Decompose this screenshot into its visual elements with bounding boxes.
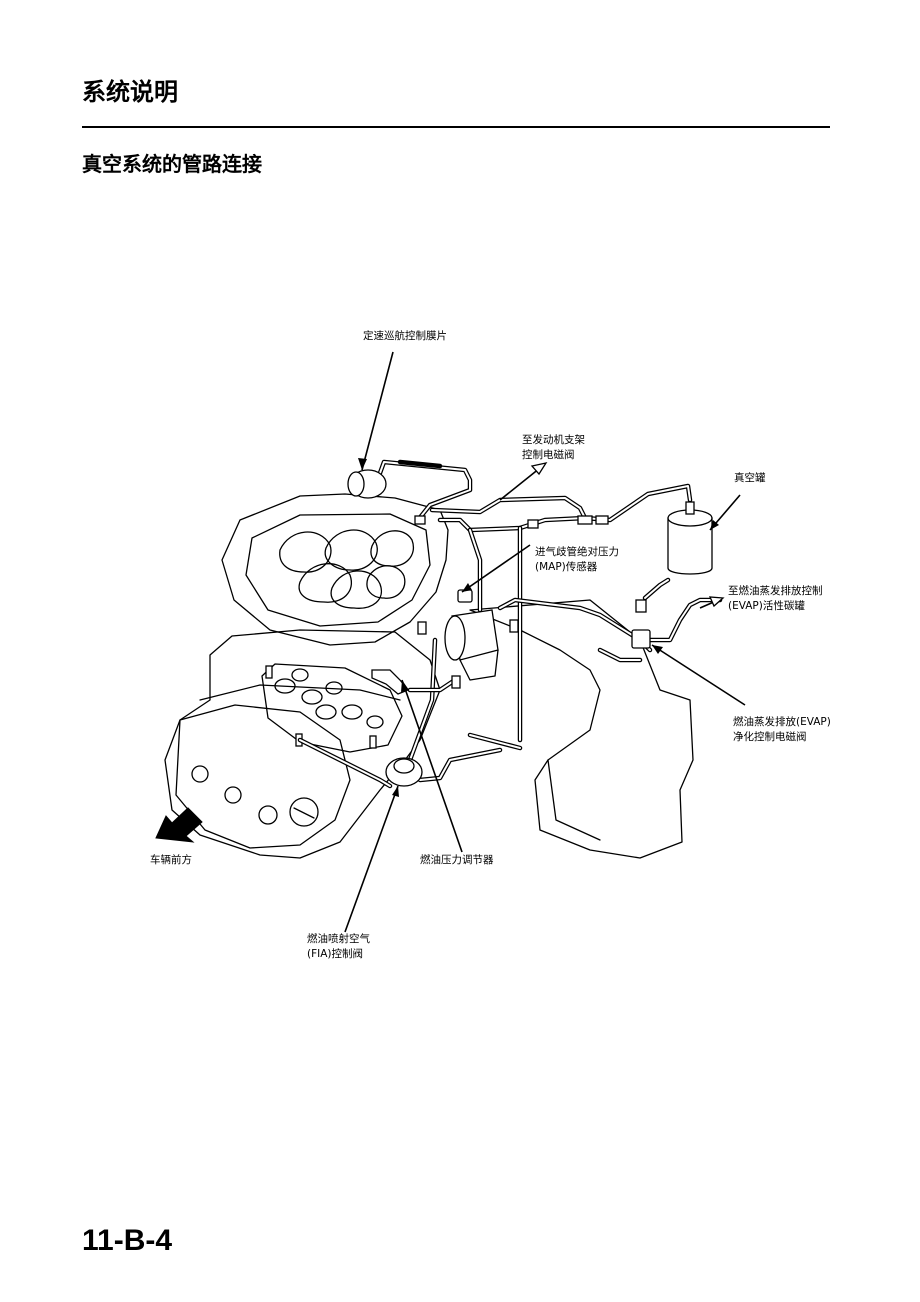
label-evap-purge-valve-line1: 燃油蒸发排放(EVAP) (733, 716, 831, 728)
label-evap-purge-valve-line2: 净化控制电磁阀 (733, 731, 807, 743)
label-map-sensor-line2: (MAP)传感器 (535, 561, 598, 573)
section-title: 系统说明 (82, 78, 178, 106)
label-to-engine-mount-valve: 至发动机支架 控制电磁阀 (522, 433, 585, 463)
label-map-sensor-line1: 进气歧管绝对压力 (535, 546, 619, 558)
label-to-evap-canister: 至燃油蒸发排放控制 (EVAP)活性碳罐 (728, 584, 823, 614)
label-fuel-pressure-regulator-text: 燃油压力调节器 (420, 854, 494, 866)
page-number: 11-B-4 (82, 1224, 173, 1257)
label-cruise-diaphragm-text: 定速巡航控制膜片 (363, 330, 447, 342)
label-map-sensor: 进气歧管绝对压力 (MAP)传感器 (535, 545, 619, 575)
label-vehicle-front: 车辆前方 (150, 853, 192, 868)
evap-solenoid-part (631, 599, 651, 649)
label-fia-control-valve: 燃油喷射空气 (FIA)控制阀 (307, 932, 370, 962)
vacuum-tank-part (667, 501, 713, 575)
fuel-regulator-part (371, 669, 410, 695)
vehicle-front-arrow (155, 807, 203, 843)
leader-lines (344, 351, 746, 933)
label-to-engine-mount-line1: 至发动机支架 (522, 434, 585, 446)
label-vehicle-front-text: 车辆前方 (150, 854, 192, 866)
hose-fittings (414, 515, 609, 689)
label-fia-control-valve-line2: (FIA)控制阀 (307, 948, 364, 960)
map-sensor-part (457, 589, 473, 603)
label-fuel-pressure-regulator: 燃油压力调节器 (420, 853, 494, 868)
label-vacuum-tank: 真空罐 (734, 471, 766, 486)
header-divider (82, 126, 830, 128)
label-to-engine-mount-line2: 控制电磁阀 (522, 449, 575, 461)
label-fia-control-valve-line1: 燃油喷射空气 (307, 933, 370, 945)
label-to-evap-canister-line2: (EVAP)活性碳罐 (728, 600, 805, 612)
cruise-diaphragm-part (347, 469, 387, 499)
vacuum-hoses (297, 459, 723, 789)
front-valve-cover (175, 704, 351, 849)
label-to-evap-canister-line1: 至燃油蒸发排放控制 (728, 585, 823, 597)
upper-intake-plenum (221, 493, 449, 646)
throttle-body (444, 609, 499, 681)
engine-block-outline (164, 599, 694, 859)
label-vacuum-tank-text: 真空罐 (734, 472, 766, 484)
label-evap-purge-valve: 燃油蒸发排放(EVAP) 净化控制电磁阀 (733, 715, 831, 745)
sub-title: 真空系统的管路连接 (82, 152, 262, 176)
label-cruise-diaphragm: 定速巡航控制膜片 (363, 329, 447, 344)
fia-valve-part (385, 757, 423, 787)
